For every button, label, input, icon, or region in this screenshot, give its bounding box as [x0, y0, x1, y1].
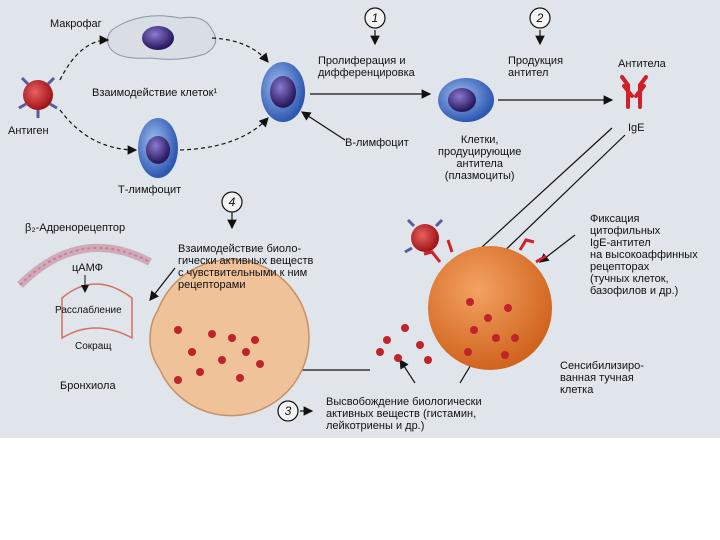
step-1-number: 1: [371, 11, 379, 25]
cell-interaction-label: Взаимодействие клеток¹: [92, 87, 218, 99]
mediator-particles: [174, 298, 519, 384]
b-lymphocyte-label: В-лимфоцит: [345, 137, 409, 149]
sensitized-mast-cell-label: Сенсибилизиро- ванная тучная клетка: [560, 360, 644, 396]
interaction-loop-arrows: [59, 35, 269, 155]
contraction-label: Сокращ: [75, 341, 112, 352]
antigen-icon: [18, 76, 58, 118]
t-lymphocyte-cell: [138, 118, 178, 178]
plasma-cells-label: Клетки, продуцирующие антитела (плазмоци…: [438, 134, 522, 182]
antigen-label: Антиген: [8, 125, 49, 137]
step-4-number: 4: [228, 195, 236, 209]
macrophage-label: Макрофаг: [50, 18, 102, 30]
step-3-number: 3: [284, 404, 292, 418]
antigen-on-mast-cell-icon: [404, 218, 444, 254]
antibody-production-label: Продукция антител: [508, 55, 564, 79]
bronchiole-label: Бронхиола: [60, 380, 116, 392]
t-lymphocyte-label: Т-лимфоцит: [118, 184, 182, 196]
ige-antibody-icon: [620, 75, 648, 109]
relaxation-label: Расслабление: [55, 305, 122, 316]
plasma-cell: [438, 78, 494, 122]
flow-arrows: [149, 30, 626, 416]
proliferation-label: Пролиферация и дифференцировка: [318, 55, 415, 79]
fixation-label: Фиксация цитофильных IgE-антител на высо…: [590, 213, 698, 297]
step-2-number: 2: [536, 11, 544, 25]
step-markers: [221, 7, 551, 422]
macrophage-cell: [106, 15, 217, 60]
b-lymphocyte-cell: [261, 62, 305, 122]
receptor-label: β₂-Адренорецептор: [25, 222, 126, 234]
antibodies-label: Антитела: [618, 58, 666, 70]
ige-label: IgE: [628, 122, 645, 134]
diagram-background: [0, 0, 720, 438]
camp-label: цАМФ: [72, 262, 104, 274]
release-label: Высвобождение биологически активных веще…: [326, 396, 482, 432]
mast-cell: [423, 238, 552, 370]
interaction-substances-label: Взаимодействие биоло- гически активных в…: [178, 243, 314, 291]
